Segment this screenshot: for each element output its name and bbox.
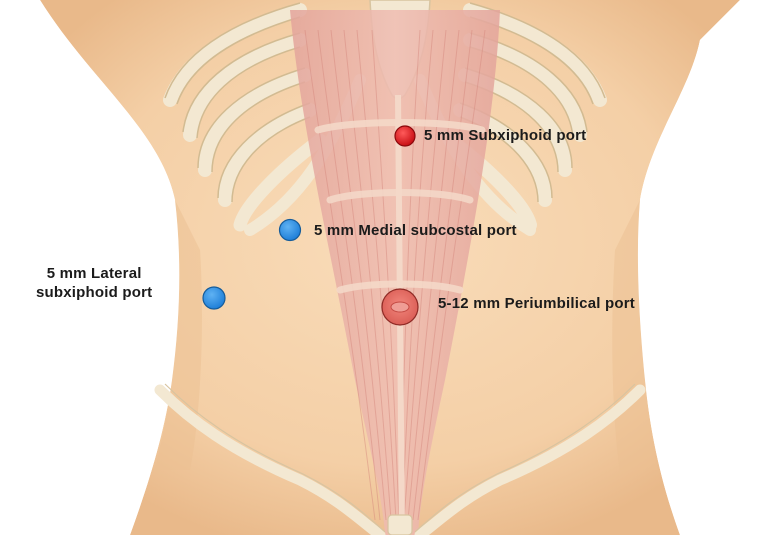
subxiphoid-port-label: 5 mm Subxiphoid port <box>424 126 586 145</box>
lateral-label-line-2: subxiphoid port <box>36 283 152 302</box>
medial-subcostal-port-label: 5 mm Medial subcostal port <box>314 221 517 240</box>
lateral-label-line-1: 5 mm Lateral <box>36 264 152 283</box>
medial-subcostal-port-marker <box>280 220 301 241</box>
periumbilical-port-marker <box>382 289 418 325</box>
lateral-subxiphoid-port-label: 5 mm Lateral subxiphoid port <box>36 264 152 302</box>
lateral-subxiphoid-port-marker <box>203 287 225 309</box>
periumbilical-port-label: 5-12 mm Periumbilical port <box>438 294 635 313</box>
subxiphoid-port-marker <box>395 126 415 146</box>
